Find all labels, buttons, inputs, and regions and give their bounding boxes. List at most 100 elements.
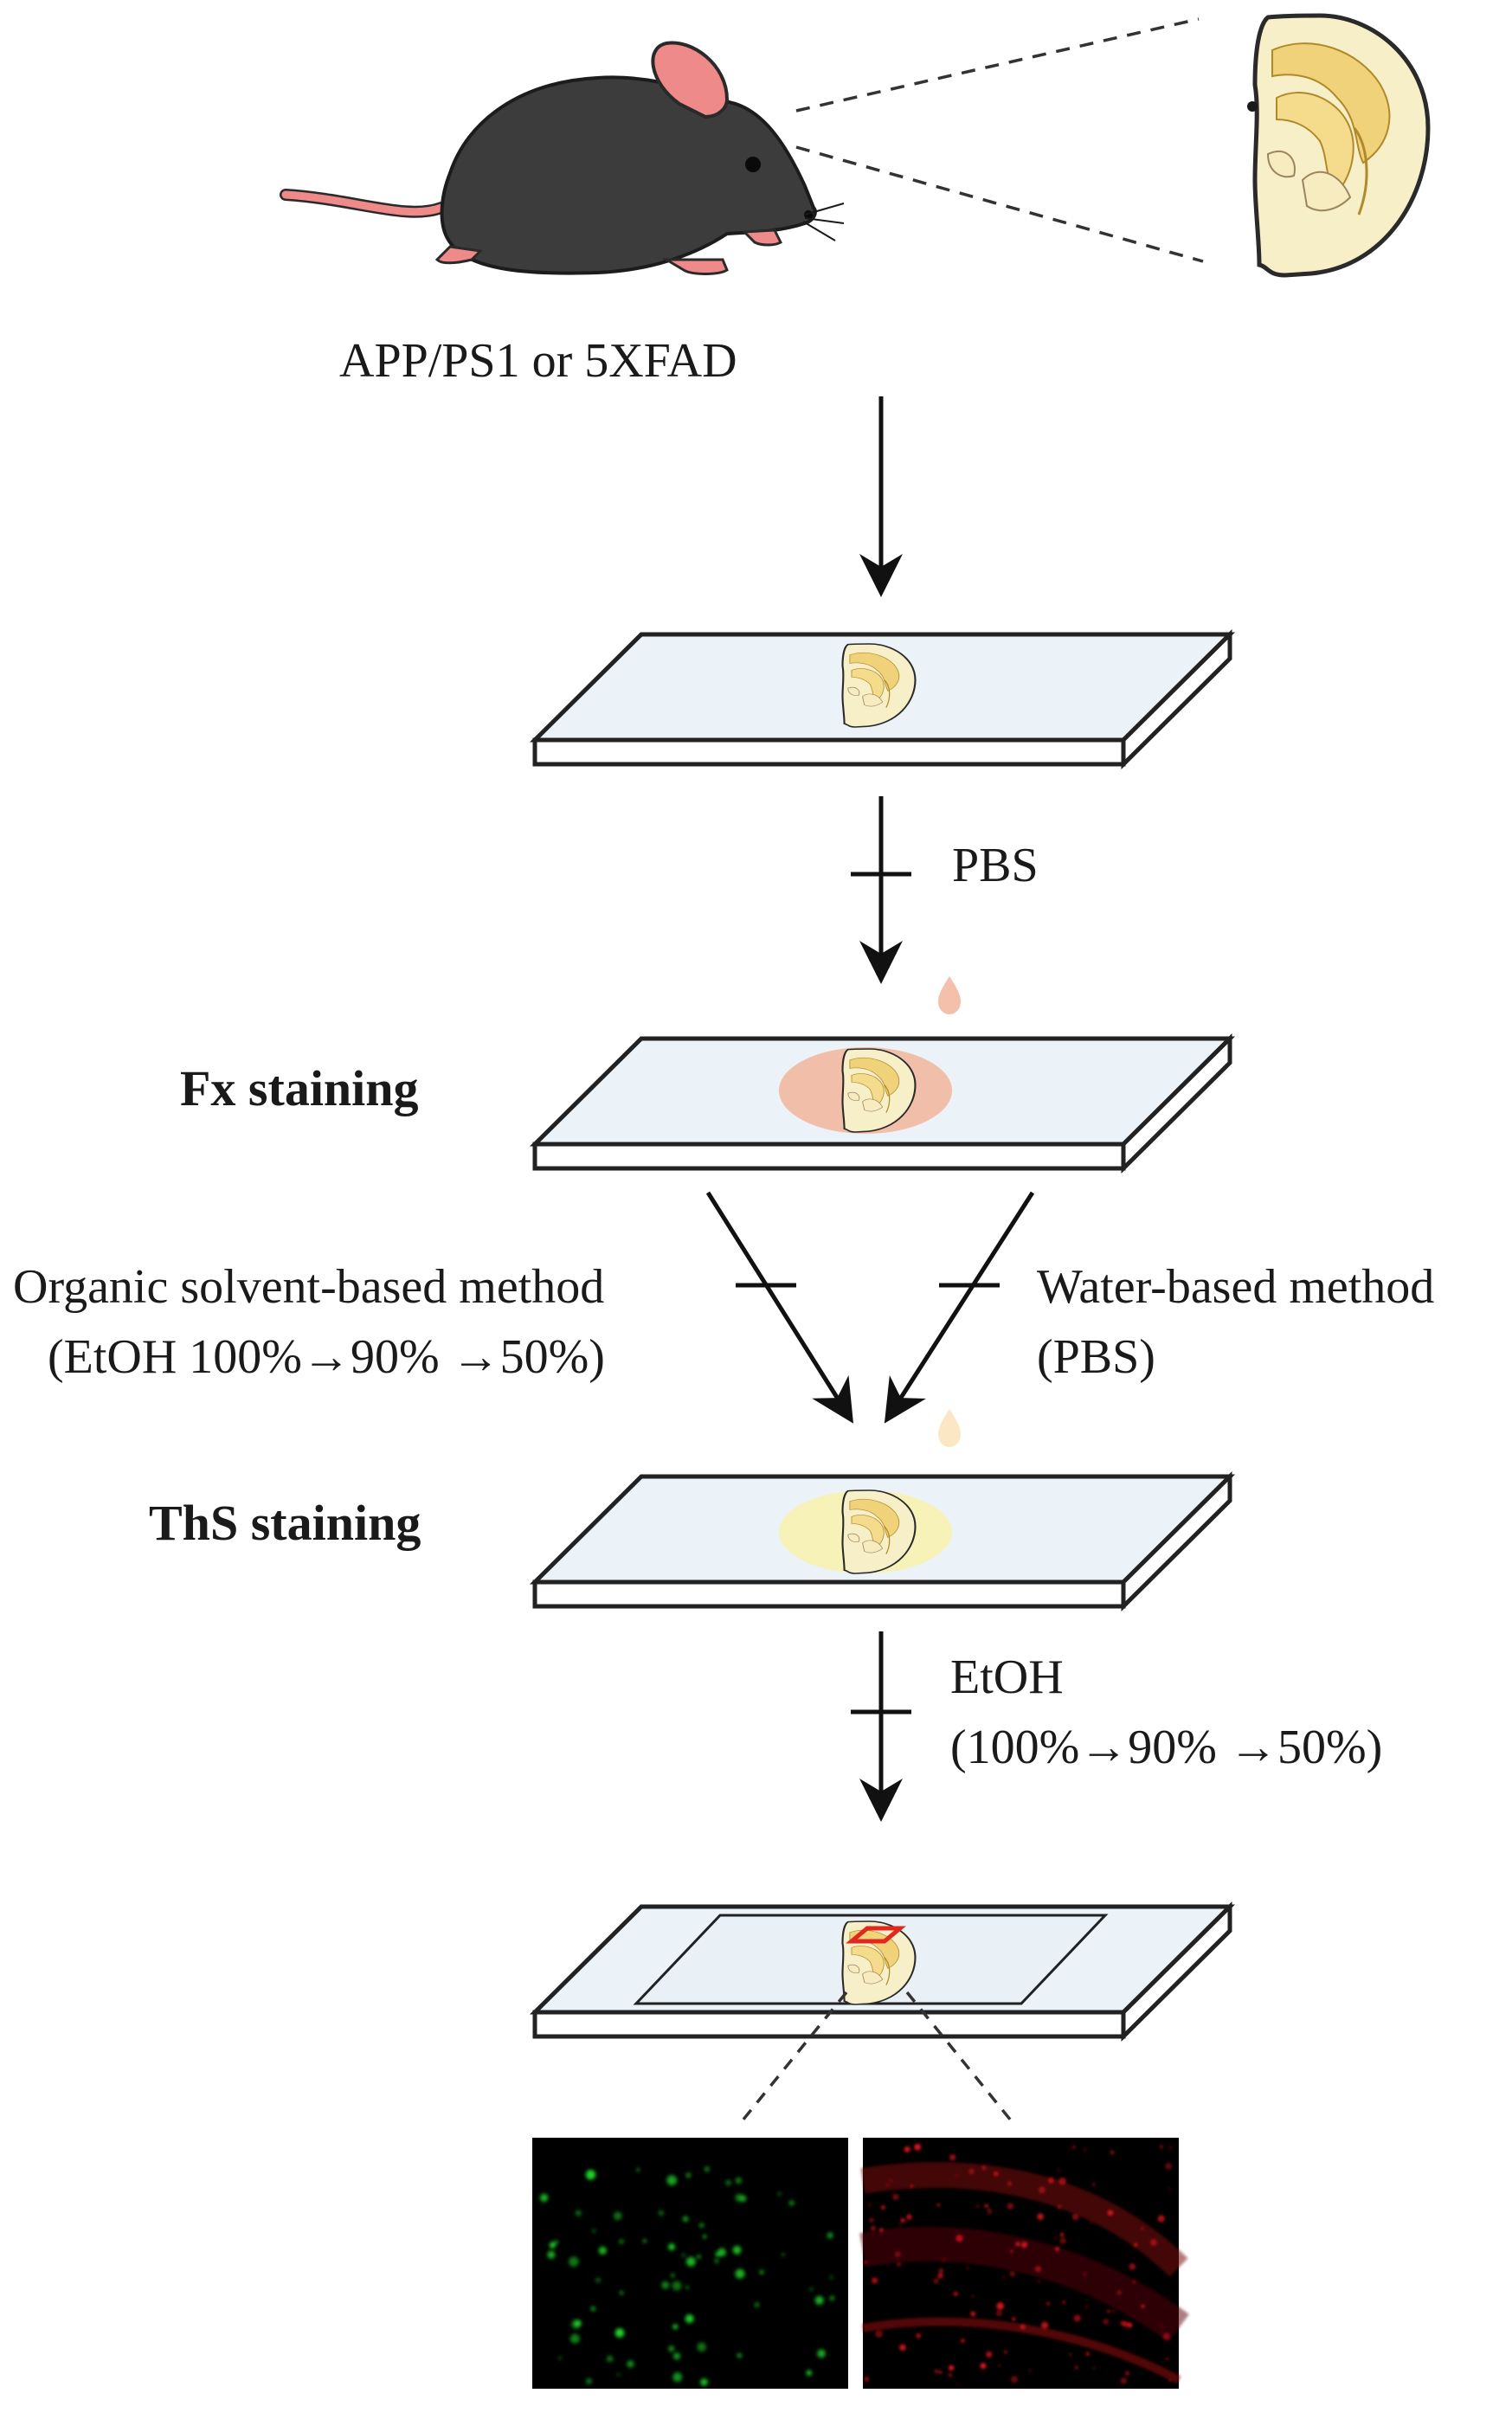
amyloid-plaque-signal [754, 2302, 760, 2307]
amyloid-plaque-signal [735, 2177, 743, 2184]
amyloid-plaque-signal [737, 2353, 742, 2358]
amyloid-plaque-signal [569, 2256, 579, 2268]
fx-signal-speck [1068, 2147, 1071, 2150]
fx-fluorescence-image [859, 2138, 1189, 2389]
arrow-water-method [884, 1191, 1035, 1424]
fx-signal-speck [1059, 2237, 1067, 2244]
amyloid-plaque-signal [587, 2170, 590, 2174]
fx-signal-speck [1169, 2146, 1172, 2149]
amyloid-plaque-signal [715, 2259, 718, 2263]
fx-signal-speck [1112, 2310, 1115, 2313]
amyloid-plaque-signal [592, 2229, 595, 2233]
fx-signal-speck [1162, 2332, 1171, 2340]
fx-signal-speck [906, 2214, 912, 2220]
region-of-interest-box [846, 1926, 906, 1944]
amyloid-plaque-signal [700, 2378, 708, 2386]
fx-signal-speck [1107, 2210, 1114, 2216]
fx-signal-speck [933, 2278, 939, 2284]
zoom-line-right [905, 1991, 1013, 2122]
fx-signal-speck [984, 2203, 988, 2208]
fx-signal-speck [904, 2146, 910, 2153]
fx-signal-speck [1092, 2183, 1096, 2186]
fx-signal-speck [1062, 2300, 1065, 2304]
fx-signal-speck [970, 2311, 976, 2317]
fx-signal-speck [998, 2364, 1001, 2367]
amyloid-plaque-signal [732, 2245, 742, 2255]
amyloid-plaque-signal [817, 2349, 826, 2358]
amyloid-plaque-signal [685, 2172, 692, 2178]
amyloid-plaque-signal [814, 2295, 824, 2305]
amyloid-plaque-signal [827, 2232, 833, 2239]
fx-signal-speck [1157, 2215, 1165, 2223]
amyloid-plaque-signal [809, 2287, 814, 2291]
amyloid-plaque-signal [685, 2256, 696, 2267]
fx-signal-speck [879, 2228, 884, 2232]
fx-signal-speck [955, 2174, 958, 2178]
amyloid-plaque-signal [725, 2179, 731, 2186]
brain-section-illustration [1247, 16, 1428, 275]
fx-signal-speck [1046, 2301, 1051, 2306]
fx-signal-speck [916, 2332, 922, 2339]
amyloid-plaque-signal [575, 2210, 582, 2216]
fx-signal-speck [1002, 2276, 1005, 2279]
organic-method-label: Organic solvent-based method [13, 1260, 605, 1314]
fx-signal-speck [1034, 2266, 1042, 2273]
fx-signal-speck [910, 2184, 914, 2189]
fx-signal-speck [875, 2330, 884, 2339]
fx-signal-speck [986, 2351, 993, 2358]
amyloid-plaque-signal [595, 2277, 601, 2283]
fx-signal-speck [1048, 2178, 1054, 2184]
amyloid-plaque-signal [698, 2223, 705, 2229]
mouse-model-label: APP/PS1 or 5XFAD [339, 334, 737, 388]
zoom-line-top [795, 17, 1200, 113]
fx-signal-speck [1085, 2306, 1088, 2308]
fx-signal-speck [975, 2204, 980, 2208]
fx-signal-speck [1132, 2280, 1136, 2284]
amyloid-plaque-signal [672, 2352, 681, 2360]
fx-signal-speck [936, 2203, 941, 2208]
organic-method-sequence: (EtOH 100%→90% →50%) [48, 1330, 605, 1384]
fx-signal-speck [1103, 2319, 1110, 2325]
fx-signal-speck [988, 2213, 991, 2216]
amyloid-plaque-signal [666, 2175, 678, 2186]
fx-signal-speck [966, 2267, 969, 2269]
fx-signal-speck [1073, 2314, 1081, 2322]
fx-signal-speck [889, 2179, 892, 2183]
amyloid-plaque-signal [782, 2253, 785, 2256]
amyloid-plaque-signal [617, 2373, 621, 2377]
amyloid-plaque-signal [668, 2345, 675, 2352]
amyloid-plaque-signal [697, 2342, 706, 2352]
fx-signal-speck [1037, 2280, 1040, 2283]
zoom-line-left [741, 1991, 848, 2122]
fx-signal-speck [948, 2364, 955, 2371]
amyloid-plaque-signal [672, 2324, 679, 2330]
fx-signal-speck [953, 2291, 959, 2297]
fx-signal-speck [1054, 2247, 1060, 2252]
fx-signal-speck [971, 2295, 975, 2298]
ths-fluorescence-image [532, 2138, 848, 2389]
fx-signal-speck [1165, 2357, 1169, 2361]
etoh-wash-label: EtOH [950, 1650, 1064, 1704]
fx-signal-speck [938, 2371, 943, 2374]
amyloid-plaque-signal [672, 2281, 682, 2291]
fx-signal-speck [934, 2369, 939, 2374]
amyloid-plaque-signal [613, 2211, 622, 2221]
fx-signal-speck [1028, 2370, 1032, 2372]
fx-signal-speck [1140, 2226, 1144, 2230]
slide-1 [529, 628, 1236, 770]
fx-signal-speck [981, 2165, 987, 2171]
amyloid-plaque-signal [735, 2268, 745, 2279]
fx-signal-speck [1110, 2150, 1115, 2155]
fx-signal-speck [943, 2258, 946, 2261]
fx-signal-speck [914, 2143, 922, 2151]
fx-signal-speck [1015, 2242, 1020, 2247]
fx-signal-speck [1085, 2351, 1091, 2357]
fx-signal-speck [864, 2376, 870, 2383]
fx-signal-speck [899, 2344, 906, 2351]
fx-signal-speck [1057, 2169, 1060, 2171]
fx-signal-speck [948, 2372, 953, 2377]
fx-signal-speck [880, 2204, 886, 2210]
fx-signal-speck [1009, 2249, 1014, 2254]
fx-signal-speck [1007, 2203, 1014, 2210]
